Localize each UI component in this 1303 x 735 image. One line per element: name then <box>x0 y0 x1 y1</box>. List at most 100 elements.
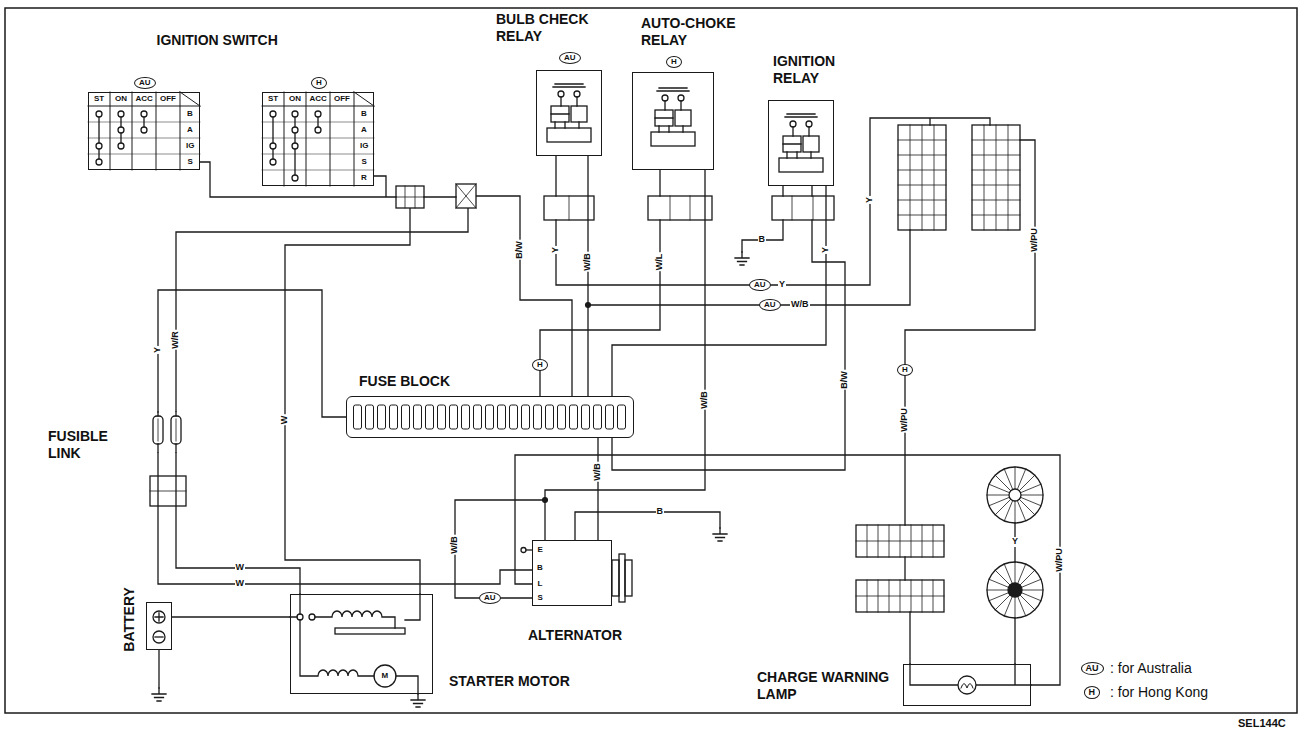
harness-wire <box>575 512 720 540</box>
wire-color-code: W/R <box>171 330 181 350</box>
battery-symbol <box>153 611 165 623</box>
meter-connector <box>1009 489 1021 501</box>
harness-wire <box>158 452 532 584</box>
multi-connector <box>856 125 1020 612</box>
switch-table-cell: ACC <box>135 95 154 104</box>
switch-table-h <box>292 111 298 117</box>
switch-connector <box>396 186 424 208</box>
starter-symbol <box>374 665 396 687</box>
alternator-symbol <box>612 560 619 596</box>
relay-box: BULB CHECK RELAYAU <box>536 70 602 156</box>
wire-color-code: B <box>758 235 767 245</box>
switch-table-cell: A <box>186 126 194 135</box>
wire-color-code: W/B <box>790 300 810 310</box>
region-marker: AU <box>1081 662 1104 675</box>
harness-wire <box>285 208 420 594</box>
fusible-link-symbol <box>150 491 186 492</box>
wiring-drawing <box>713 528 727 541</box>
relay-box: AUTO-CHOKE RELAYH <box>632 72 714 170</box>
harness-wire <box>176 452 300 594</box>
wire-color-code: W/PU <box>1055 547 1065 573</box>
wire-color-code: Y <box>778 280 786 290</box>
fuse-block-cells <box>352 402 628 432</box>
wire-color-code: W/PU <box>1030 227 1040 253</box>
figure-frame <box>5 8 1297 713</box>
region-marker: H <box>532 359 548 371</box>
warning-lamp: CHARGE WARNING LAMP <box>903 664 1031 706</box>
wire-color-code: B/W <box>840 370 850 390</box>
switch-connector <box>456 184 476 208</box>
starter-symbol <box>309 614 315 620</box>
terminal-name: L <box>537 580 544 589</box>
harness-wire <box>540 220 660 396</box>
legend-text: : for Australia <box>1110 660 1192 676</box>
switch-table-au <box>96 111 102 117</box>
switch-table-au <box>88 92 200 170</box>
switch-table-cell: B <box>360 110 368 119</box>
fuse-block-cells <box>352 402 628 432</box>
switch-table-au <box>96 111 147 165</box>
relay-connector <box>648 196 712 220</box>
fusible-link-symbol <box>150 412 186 506</box>
switch-table-h <box>262 92 374 186</box>
switch-table-cell: ST <box>93 95 105 104</box>
wiring-drawing <box>547 84 591 142</box>
switch-table-au <box>118 127 124 133</box>
switch-table-au <box>88 122 200 154</box>
switch-table-h <box>315 111 321 117</box>
component-name: BULB CHECK RELAY <box>496 11 608 45</box>
wire-color-code: B/W <box>515 240 525 260</box>
wiring-drawing <box>651 88 695 146</box>
wire-color-code: Y <box>551 246 561 254</box>
terminal-name: S <box>537 594 544 603</box>
meter-connector <box>1008 583 1022 597</box>
switch-table-au <box>96 159 102 165</box>
wire-color-code: W/B <box>700 390 710 410</box>
starter-symbol <box>335 628 405 634</box>
wire-color-code: W <box>280 415 290 426</box>
starter-symbol <box>315 611 395 628</box>
switch-connector <box>200 162 456 197</box>
switch-connector <box>396 186 424 208</box>
component-name: IGNITION RELAY <box>773 53 873 87</box>
switch-table-h <box>270 111 321 181</box>
fusible-link-symbol <box>150 476 186 506</box>
multi-connector <box>898 125 946 230</box>
legend-item: : for Australia <box>1110 660 1192 677</box>
harness-wire <box>158 650 159 688</box>
wire-color-code: W/L <box>655 253 665 272</box>
wire-color-code: W/B <box>583 252 593 272</box>
switch-table-cell: IG <box>359 142 369 151</box>
region-marker: H <box>1084 686 1101 699</box>
component-name: FUSE BLOCK <box>359 373 450 390</box>
legend-text: : for Hong Kong <box>1110 684 1208 700</box>
component-name: BATTERY <box>120 587 137 652</box>
multi-connector <box>856 580 944 612</box>
component-name: CHARGE WARNING LAMP <box>757 669 897 703</box>
starter-motor: STARTER MOTOR <box>290 594 433 694</box>
fusible-link-symbol <box>158 412 176 452</box>
starter-symbol <box>290 594 300 617</box>
battery: BATTERY <box>146 602 172 650</box>
wire-color-code: W <box>235 579 246 589</box>
fuse-block: FUSE BLOCK <box>346 396 634 438</box>
region-marker: AU <box>479 592 501 604</box>
switch-table-h <box>273 114 318 178</box>
switch-table-cell: B <box>186 110 194 119</box>
multi-connector <box>856 525 944 557</box>
harness-wire <box>158 290 346 417</box>
harness-wire <box>612 186 826 396</box>
battery-symbol <box>153 631 165 643</box>
motor-symbol-letter: M <box>381 672 390 681</box>
wire-color-code: B <box>656 507 665 517</box>
wiring-drawing <box>411 694 425 707</box>
battery-symbol <box>155 636 163 637</box>
wire-color-code: Y <box>821 246 831 254</box>
switch-connector <box>200 162 476 208</box>
region-marker: H <box>311 77 327 89</box>
switch-table-au <box>118 143 124 149</box>
harness-wire <box>742 220 783 252</box>
